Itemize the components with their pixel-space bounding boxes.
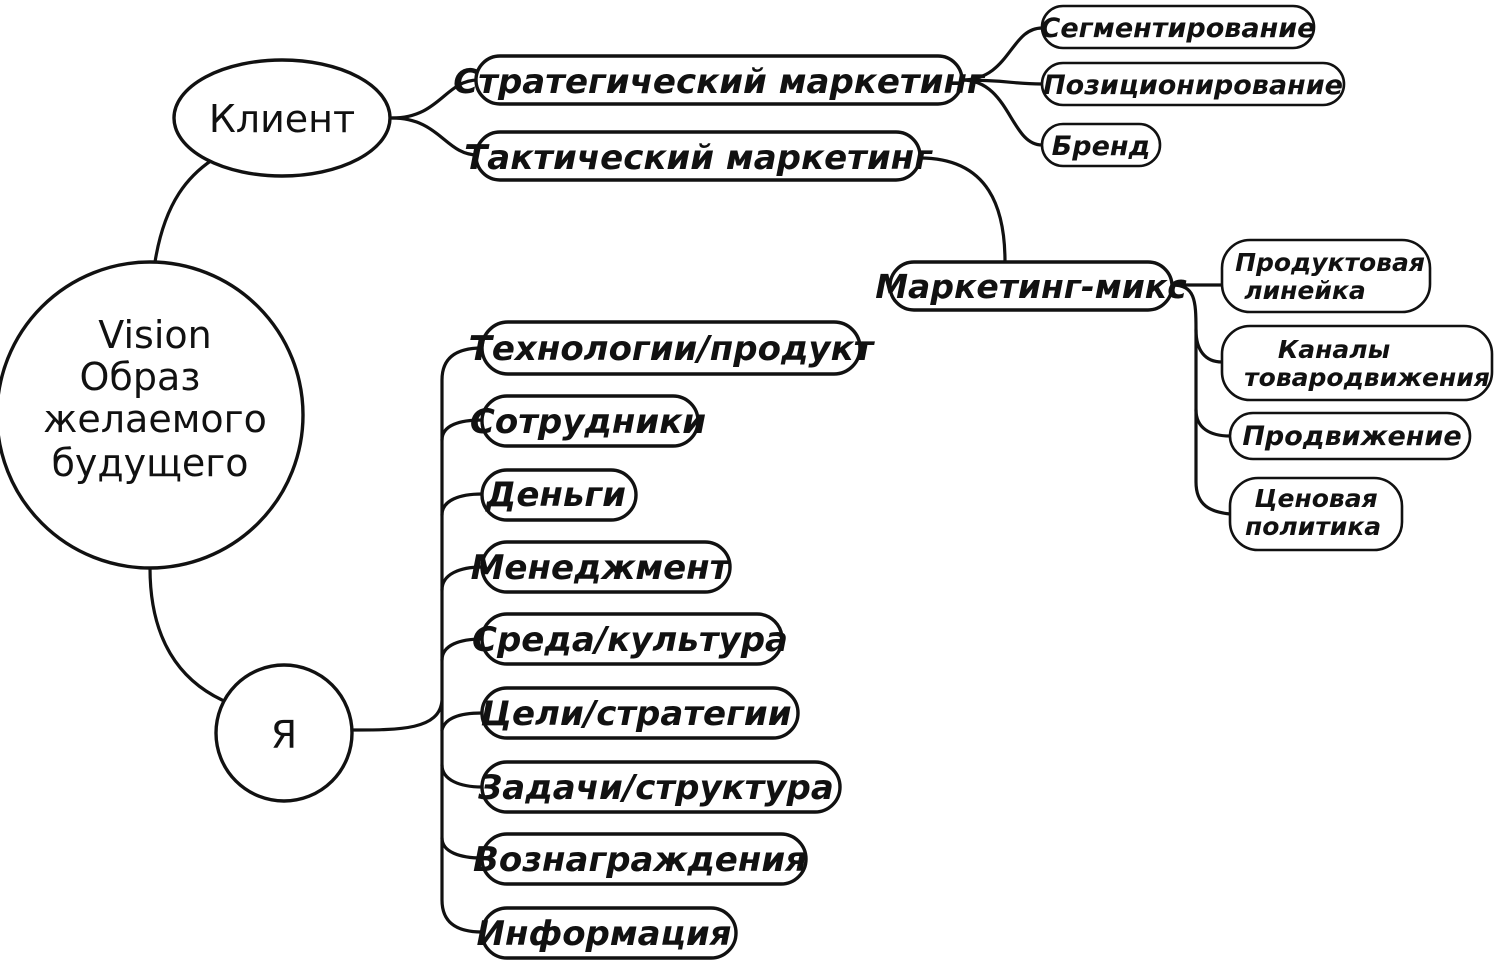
node-self-technology[interactable]: Технологии/продукт — [469, 320, 876, 376]
strategic-label: Стратегический маркетинг — [453, 62, 986, 102]
segmentation-label: Сегментирование — [1041, 13, 1316, 44]
goals-label: Цели/стратегии — [480, 694, 791, 734]
pricing-pill — [1228, 476, 1404, 552]
segmentation-pill — [1040, 4, 1316, 50]
vision-line-3: желаемого — [43, 397, 267, 441]
edge-self-tasks — [440, 763, 484, 789]
vision-circle — [0, 260, 305, 570]
brand-pill — [1040, 122, 1162, 168]
information-pill — [480, 906, 738, 960]
technology-label: Технологии/продукт — [469, 329, 876, 369]
mix-label: Маркетинг-микс — [875, 267, 1187, 306]
product-line-label-1: Продуктовая — [1235, 248, 1425, 277]
node-marketing-mix[interactable]: Маркетинг-микс — [875, 260, 1187, 312]
channels-label-1: Каналы — [1278, 335, 1390, 364]
brand-label: Бренд — [1052, 131, 1151, 162]
vision-line-1: Vision — [98, 313, 211, 357]
node-segmentation[interactable]: Сегментирование — [1040, 4, 1316, 50]
node-self[interactable]: Я — [214, 663, 354, 803]
edge-self-rewards — [440, 836, 484, 860]
money-label: Деньги — [485, 475, 626, 515]
edge-self-env — [440, 637, 484, 662]
edge-strategic-segment — [960, 26, 1044, 82]
node-self-staff[interactable]: Сотрудники — [470, 394, 706, 448]
node-positioning[interactable]: Позиционирование — [1040, 61, 1346, 107]
management-pill — [480, 540, 732, 594]
client-ellipse — [172, 58, 392, 178]
management-label: Менеджмент — [471, 548, 732, 588]
edge-self-trunk — [350, 346, 484, 934]
node-distribution-channels[interactable]: Каналы товародвижения — [1220, 324, 1494, 402]
node-product-line[interactable]: Продуктовая линейка — [1220, 238, 1432, 314]
technology-pill — [480, 320, 862, 376]
tasks-label: Задачи/структура — [477, 768, 834, 808]
product-line-label-2: линейка — [1244, 276, 1365, 305]
node-self-money[interactable]: Деньги — [480, 468, 638, 522]
node-self-management[interactable]: Менеджмент — [471, 540, 732, 594]
edge-strategic-brand — [960, 78, 1044, 147]
self-circle — [214, 663, 354, 803]
edge-client-tactical — [390, 116, 480, 157]
environment-label: Среда/культура — [472, 620, 788, 660]
edge-mix-trunk — [1170, 283, 1232, 516]
node-tactical-marketing[interactable]: Тактический маркетинг — [464, 130, 933, 182]
edge-mix-promotion — [1194, 408, 1232, 438]
edge-self-mgmt — [440, 565, 484, 592]
pricing-label-1: Ценовая — [1254, 484, 1377, 513]
node-pricing-policy[interactable]: Ценовая политика — [1228, 476, 1404, 552]
positioning-label: Позиционирование — [1043, 70, 1343, 101]
node-promotion[interactable]: Продвижение — [1228, 411, 1472, 461]
environment-pill — [480, 612, 784, 666]
staff-label: Сотрудники — [470, 402, 706, 442]
node-client[interactable]: Клиент — [172, 58, 392, 178]
node-strategic-marketing[interactable]: Стратегический маркетинг — [453, 54, 986, 106]
edge-client-strategic — [390, 78, 480, 120]
channels-label-2: товародвижения — [1244, 363, 1490, 392]
self-label: Я — [271, 713, 297, 757]
node-brand[interactable]: Бренд — [1040, 122, 1162, 168]
staff-pill — [480, 394, 700, 448]
connectors — [148, 26, 1232, 934]
channels-pill — [1220, 324, 1494, 402]
edge-vision-self — [148, 566, 224, 702]
pricing-label-2: политика — [1245, 512, 1381, 541]
edge-self-staff — [440, 418, 484, 442]
edge-self-goals — [440, 711, 484, 732]
edge-strategic-position — [960, 78, 1044, 86]
promotion-label: Продвижение — [1242, 421, 1461, 452]
mix-pill — [888, 260, 1174, 312]
edge-vision-client — [153, 158, 214, 264]
node-vision[interactable]: Vision Образ желаемого будущего — [0, 260, 305, 570]
edge-mix-channels — [1194, 328, 1224, 364]
client-label: Клиент — [209, 97, 355, 141]
tasks-pill — [480, 760, 842, 814]
goals-pill — [480, 686, 800, 740]
vision-line-4: будущего — [51, 441, 248, 485]
promotion-pill — [1228, 411, 1472, 461]
tactical-label: Тактический маркетинг — [464, 138, 933, 178]
strategic-pill — [474, 54, 964, 106]
node-self-environment[interactable]: Среда/культура — [472, 612, 788, 666]
node-self-rewards[interactable]: Вознаграждения — [473, 832, 808, 886]
rewards-label: Вознаграждения — [473, 840, 807, 880]
vision-line-2: Образ — [80, 355, 201, 399]
node-self-tasks[interactable]: Задачи/структура — [477, 760, 842, 814]
node-self-information[interactable]: Информация — [477, 906, 738, 960]
rewards-pill — [480, 832, 808, 886]
edge-tactical-mix — [918, 156, 1007, 264]
tactical-pill — [474, 130, 922, 182]
product-line-pill — [1220, 238, 1432, 314]
node-self-goals[interactable]: Цели/стратегии — [480, 686, 800, 740]
information-label: Информация — [477, 914, 732, 954]
positioning-pill — [1040, 61, 1346, 107]
money-pill — [480, 468, 638, 522]
edge-self-money — [440, 492, 484, 517]
